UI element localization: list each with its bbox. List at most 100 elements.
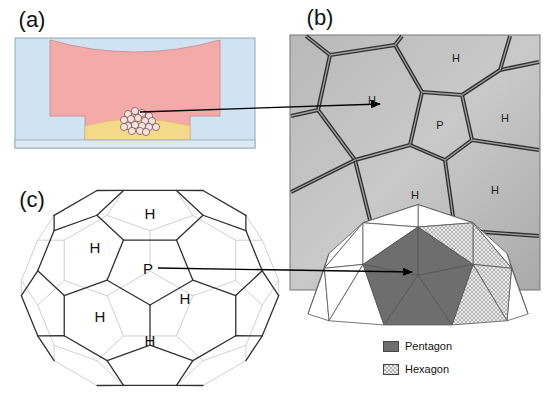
- well-plate: [15, 38, 255, 148]
- back-bond: [21, 280, 22, 295]
- pentagon-facet: [384, 275, 452, 325]
- back-bond: [193, 280, 236, 295]
- front-bond: [124, 239, 177, 240]
- front-bond: [64, 336, 107, 361]
- front-bond: [107, 280, 150, 305]
- back-bond: [236, 280, 263, 305]
- front-bond: [236, 335, 263, 336]
- front-bond: [177, 190, 204, 215]
- cell-wall-core: [306, 36, 330, 55]
- legend-swatch: [383, 341, 399, 352]
- front-bond: [203, 191, 246, 216]
- cell: [120, 123, 127, 130]
- front-bond: [150, 345, 193, 360]
- front-bond: [203, 215, 246, 230]
- front-bond: [150, 280, 193, 305]
- region-letter: P: [143, 261, 153, 276]
- region-letter: H: [411, 190, 419, 201]
- back-bond: [177, 385, 204, 386]
- cell: [128, 127, 135, 134]
- region-letter: P: [436, 120, 443, 131]
- front-bond: [124, 385, 177, 386]
- region-letter: H: [452, 53, 460, 64]
- legend-row: Pentagon: [383, 340, 452, 352]
- cell-wall: [395, 36, 402, 45]
- back-bond: [245, 345, 246, 360]
- back-bond: [203, 345, 246, 360]
- back-bond: [54, 345, 97, 360]
- hexagon-facet: [473, 223, 512, 268]
- geodesic-dome: [308, 205, 528, 325]
- cell-wall-core: [410, 92, 472, 160]
- cell: [134, 114, 141, 121]
- back-bond: [278, 280, 279, 295]
- region-letter: H: [90, 240, 101, 255]
- back-bond: [54, 345, 55, 360]
- back-bond: [54, 361, 97, 386]
- front-bond: [246, 336, 262, 361]
- region-letter: H: [145, 206, 156, 221]
- back-bond: [97, 385, 124, 386]
- cell-wall-core: [318, 45, 422, 160]
- front-bond: [245, 215, 246, 230]
- front-bond: [64, 296, 65, 336]
- cell-wall: [291, 110, 318, 116]
- front-bond: [177, 361, 193, 386]
- back-bond: [203, 361, 246, 386]
- front-bond: [21, 296, 37, 336]
- front-bond: [177, 190, 204, 191]
- cell-wall: [318, 45, 422, 160]
- front-bond: [177, 240, 193, 280]
- front-bond: [124, 190, 177, 191]
- back-bond: [64, 280, 107, 295]
- front-bond: [193, 280, 236, 295]
- back-bond: [150, 215, 193, 230]
- front-bond: [54, 215, 97, 230]
- front-bond: [97, 215, 124, 240]
- legend-text: Pentagon: [405, 340, 452, 352]
- legend-swatch: [383, 364, 399, 375]
- legend-text: Hexagon: [405, 363, 449, 375]
- legend-row: Hexagon: [383, 363, 449, 375]
- front-bond: [53, 215, 54, 230]
- cell-wall: [291, 160, 355, 192]
- front-bond: [107, 361, 123, 386]
- front-bond: [38, 336, 54, 361]
- front-bond: [64, 280, 107, 295]
- region-letter: H: [491, 185, 499, 196]
- cell-wall: [472, 140, 539, 150]
- front-bond: [38, 335, 65, 336]
- front-bond: [235, 296, 236, 336]
- cell-walls: [291, 36, 539, 289]
- cell-wall-core: [395, 36, 402, 45]
- back-bond: [64, 240, 65, 280]
- panel-label: (c): [19, 189, 45, 211]
- front-bond: [38, 231, 54, 271]
- region-letter: H: [180, 291, 191, 306]
- well-bottom: [15, 140, 255, 148]
- front-bond: [54, 191, 97, 216]
- cell-wall: [410, 92, 472, 160]
- fullerene: [21, 190, 278, 385]
- cell-wall-core: [291, 160, 355, 192]
- back-bond: [38, 280, 65, 305]
- micrograph: [290, 35, 540, 290]
- back-bond: [97, 190, 124, 191]
- front-bond: [107, 345, 150, 360]
- dome-facet: [324, 223, 363, 268]
- culture-medium: [50, 40, 220, 140]
- hatch-sample: [384, 364, 399, 374]
- region-letter: H: [368, 95, 376, 106]
- front-bond: [193, 336, 236, 361]
- cell: [152, 123, 159, 130]
- front-bond: [236, 271, 263, 296]
- pointer-arrow: [158, 268, 412, 272]
- panel-label: (b): [307, 7, 334, 29]
- back-bond: [107, 296, 123, 336]
- pointer-arrow: [140, 104, 380, 112]
- front-bond: [97, 190, 124, 191]
- back-bond: [177, 190, 204, 191]
- back-bond: [107, 215, 150, 230]
